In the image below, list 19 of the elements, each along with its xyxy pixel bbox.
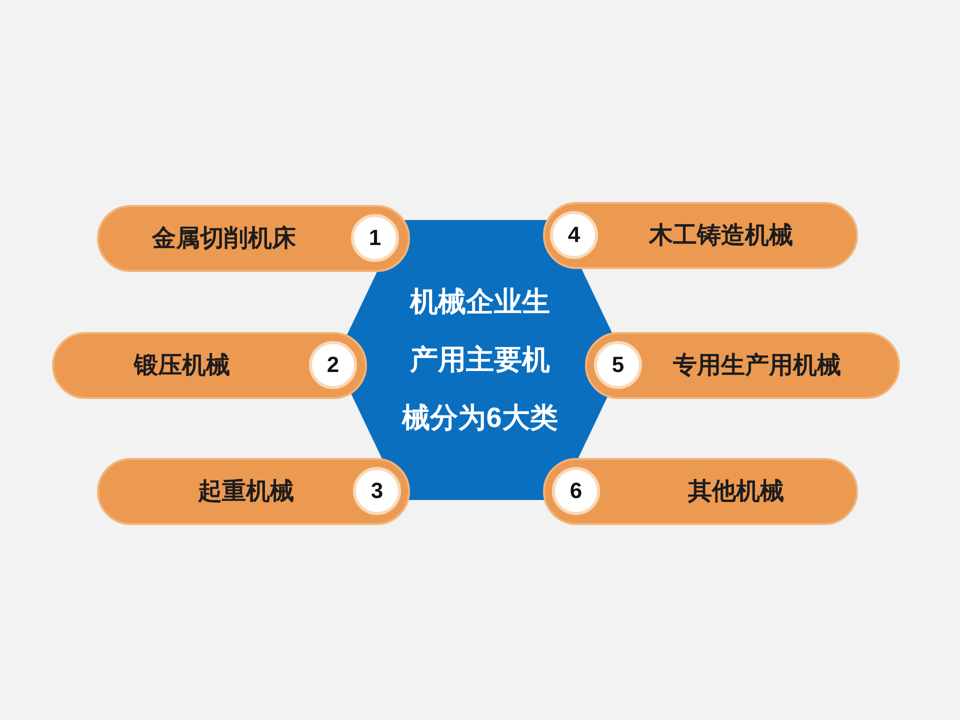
category-label: 金属切削机床 bbox=[152, 224, 296, 254]
category-label: 起重机械 bbox=[198, 476, 294, 506]
number-circle bbox=[309, 341, 357, 389]
number-circle bbox=[550, 211, 598, 259]
number-circle bbox=[351, 214, 399, 262]
number-label: 2 bbox=[326, 353, 340, 377]
number-label: 4 bbox=[568, 223, 580, 247]
number-circle bbox=[353, 467, 401, 515]
number-label: 5 bbox=[612, 353, 624, 377]
number-label: 1 bbox=[368, 226, 382, 250]
number-label: 6 bbox=[570, 479, 582, 503]
category-label: 专用生产用机械 bbox=[673, 350, 841, 380]
hexagon-label: 机械企业生产用主要机械分为6大类 bbox=[400, 285, 559, 435]
number-circle bbox=[594, 341, 642, 389]
category-label: 锻压机械 bbox=[134, 350, 230, 380]
number-circle bbox=[552, 467, 600, 515]
category-label: 木工铸造机械 bbox=[649, 220, 793, 250]
number-label: 3 bbox=[370, 479, 384, 503]
category-label: 其他机械 bbox=[688, 476, 784, 506]
